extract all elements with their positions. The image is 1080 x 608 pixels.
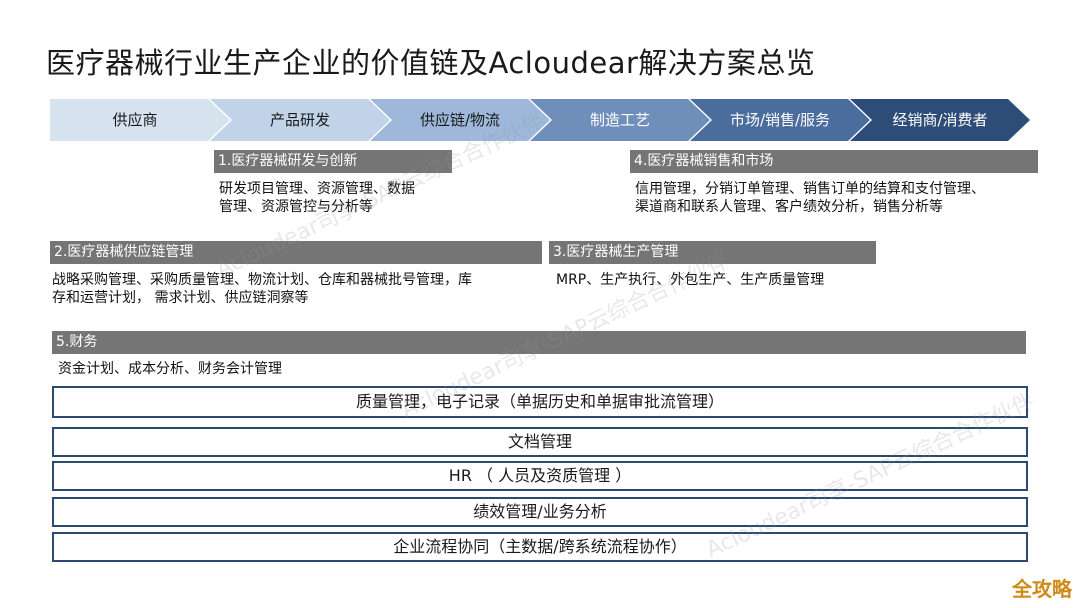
box-performance-analysis: 绩效管理/业务分析 bbox=[52, 497, 1028, 527]
section-rd-heading: 1.医疗器械研发与创新 bbox=[214, 150, 452, 173]
chevron-supplier bbox=[50, 99, 230, 141]
chevron-label-rd: 产品研发 bbox=[269, 111, 330, 129]
section-sales-line2: 渠道商和联系人管理、客户绩效分析，销售分析等 bbox=[635, 199, 943, 215]
box-document-management: 文档管理 bbox=[52, 427, 1028, 457]
chevron-manufacturing bbox=[530, 99, 710, 141]
box-quality-management: 质量管理，电子记录（单据历史和单据审批流管理） bbox=[52, 386, 1028, 418]
chevron-logistics bbox=[370, 99, 550, 141]
section-supply-line2: 存和运营计划， 需求计划、供应链洞察等 bbox=[52, 290, 309, 306]
section-finance-heading: 5.财务 bbox=[52, 331, 1026, 354]
chevron-label-supplier: 供应商 bbox=[112, 111, 158, 129]
chevron-rd bbox=[210, 99, 390, 141]
chevron-label-sales: 市场/销售/服务 bbox=[729, 111, 831, 129]
section-rd-line2: 管理、资源管控与分析等 bbox=[219, 199, 373, 215]
section-supply-heading: 2.医疗器械供应链管理 bbox=[50, 241, 542, 264]
logo: 全攻略 bbox=[1012, 577, 1072, 601]
value-chain-chevrons bbox=[50, 99, 1030, 141]
section-sales-line1: 信用管理，分销订单管理、销售订单的结算和支付管理、 bbox=[635, 181, 985, 197]
chevron-label-distributor: 经销商/消费者 bbox=[892, 111, 988, 129]
box-process-collaboration: 企业流程协同（主数据/跨系统流程协作） bbox=[52, 532, 1028, 562]
section-supply-line1: 战略采购管理、采购质量管理、物流计划、仓库和器械批号管理，库 bbox=[52, 272, 472, 288]
section-production-line1: MRP、生产执行、外包生产、生产质量管理 bbox=[556, 272, 825, 288]
section-production-heading: 3.医疗器械生产管理 bbox=[549, 241, 876, 264]
section-sales-heading: 4.医疗器械销售和市场 bbox=[630, 150, 1038, 173]
section-finance-line1: 资金计划、成本分析、财务会计管理 bbox=[58, 361, 282, 377]
section-rd-line1: 研发项目管理、资源管理、数据 bbox=[219, 181, 415, 197]
chevron-sales bbox=[690, 99, 870, 141]
chevron-label-manufacturing: 制造工艺 bbox=[589, 111, 650, 129]
chevron-distributor bbox=[850, 99, 1030, 141]
page-title: 医疗器械行业生产企业的价值链及Acloudear解决方案总览 bbox=[46, 46, 816, 80]
box-hr: HR （ 人员及资质管理 ） bbox=[52, 461, 1028, 491]
chevron-label-logistics: 供应链/物流 bbox=[419, 111, 501, 129]
